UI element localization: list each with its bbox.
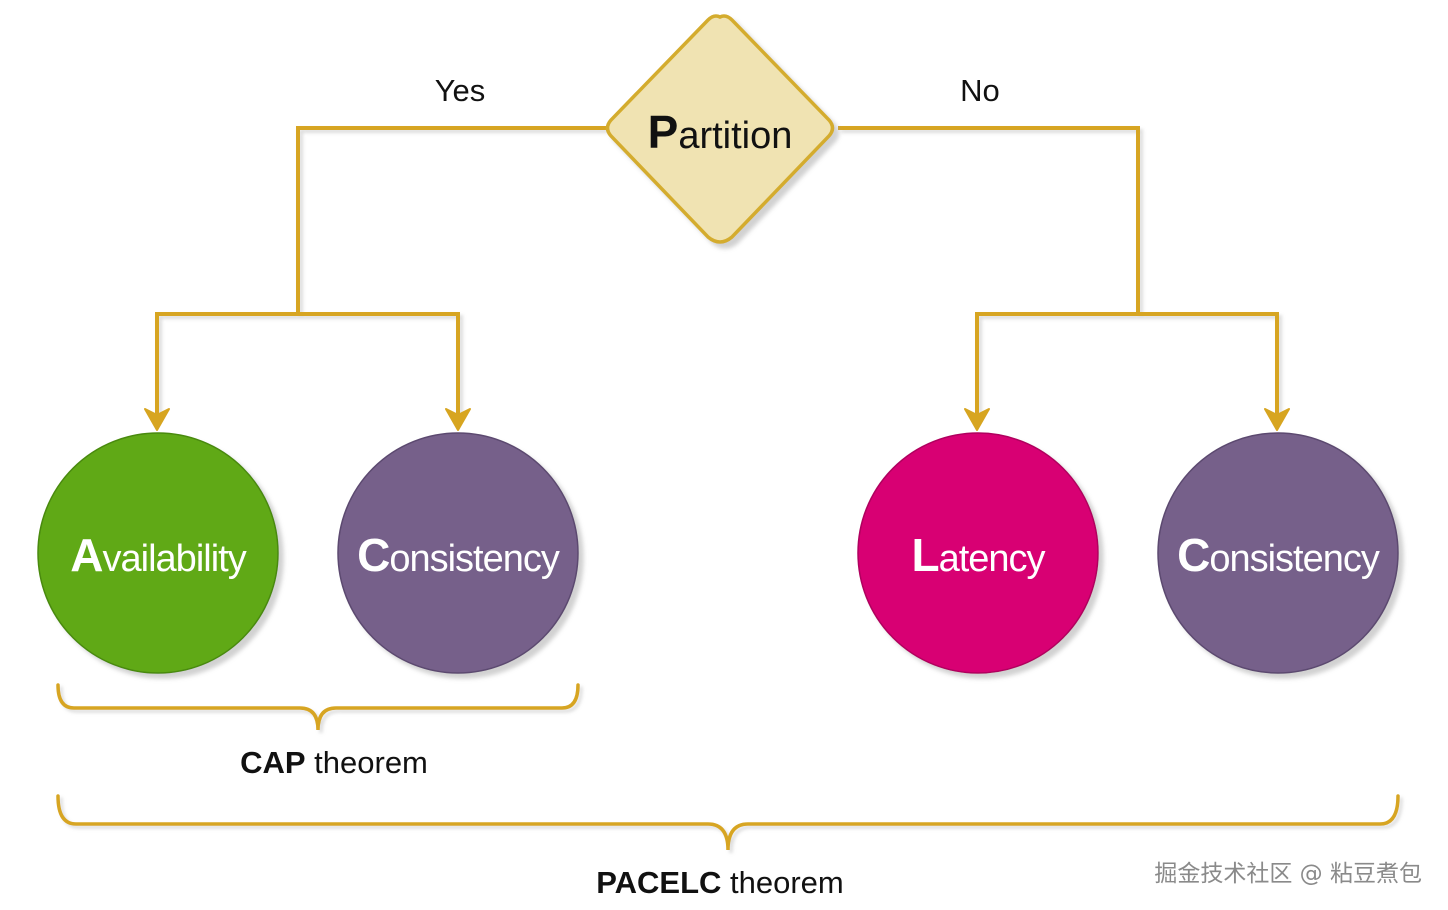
consistency-left-label: Consistency — [357, 529, 560, 581]
availability-label: Availability — [70, 529, 246, 581]
no-branch-line — [838, 126, 1140, 314]
latency-rest: atency — [939, 538, 1046, 580]
yes-split-line — [155, 312, 460, 416]
partition-initial: P — [648, 106, 679, 158]
arrow-heads — [144, 408, 1290, 431]
pacelc-rest: theorem — [721, 865, 843, 900]
arrow-down-icon — [1264, 408, 1290, 431]
cap-theorem-label: CAP theorem — [240, 745, 428, 780]
brackets — [56, 683, 1400, 851]
consistency-right-label: Consistency — [1177, 529, 1380, 581]
consistency-node-left — [337, 432, 579, 674]
pacelc-bold: PACELC — [596, 865, 721, 900]
pacelc-theorem-label: PACELC theorem — [596, 865, 844, 900]
consistency-left-rest: onsistency — [389, 538, 560, 580]
no-label: No — [960, 73, 1000, 108]
partition-decision — [605, 14, 835, 244]
availability-node — [37, 432, 279, 674]
no-split-line — [975, 312, 1279, 416]
cap-bracket — [56, 683, 580, 731]
watermark: 掘金技术社区 @ 粘豆煮包 — [1154, 861, 1422, 887]
latency-node — [857, 432, 1099, 674]
cap-bold: CAP — [240, 745, 305, 780]
pacelc-bracket — [56, 794, 1400, 851]
arrow-down-icon — [144, 408, 170, 431]
yes-label: Yes — [435, 73, 486, 108]
yes-branch-line — [296, 126, 606, 314]
partition-label: Partition — [648, 106, 793, 158]
arrow-down-icon — [964, 408, 990, 431]
connectors — [155, 126, 1279, 416]
arrow-down-icon — [445, 408, 471, 431]
availability-rest: vailability — [103, 538, 247, 580]
partition-rest: artition — [678, 115, 792, 157]
node-circles — [37, 432, 1399, 674]
consistency-node-right — [1157, 432, 1399, 674]
latency-initial: L — [911, 529, 938, 581]
latency-label: Latency — [911, 529, 1045, 581]
diamond-shape — [605, 14, 835, 244]
cap-rest: theorem — [306, 745, 428, 780]
availability-initial: A — [70, 529, 102, 581]
consistency-right-initial: C — [1177, 529, 1209, 581]
consistency-left-initial: C — [357, 529, 389, 581]
consistency-right-rest: onsistency — [1209, 538, 1380, 580]
